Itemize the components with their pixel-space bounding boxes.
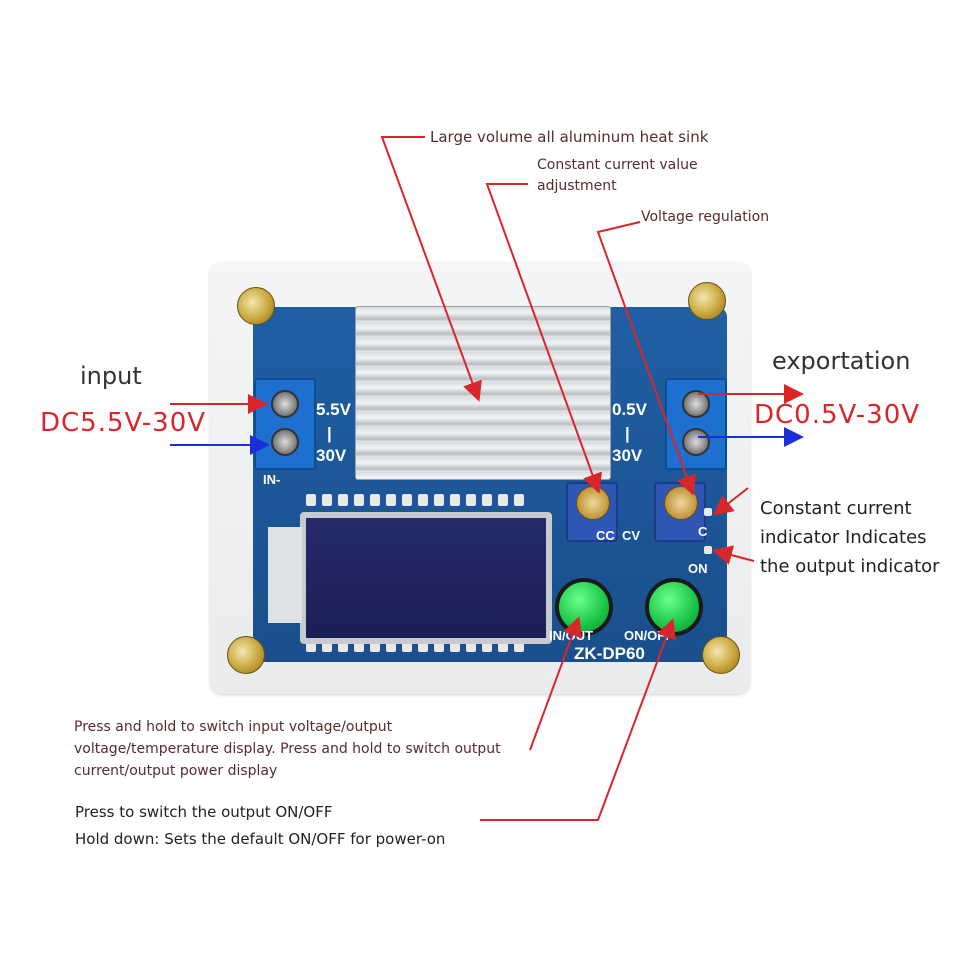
standoff-screw-top-left [237, 287, 275, 325]
in-out-callout-line1: Press and hold to switch input voltage/o… [74, 719, 393, 735]
terminal-screw-icon [682, 428, 710, 456]
standoff-screw-bottom-right [702, 636, 740, 674]
output-indicator-led [704, 546, 712, 554]
standoff-screw-bottom-left [227, 636, 265, 674]
current-potentiometer[interactable] [566, 482, 618, 542]
input-range-label: DC5.5V-30V [40, 408, 207, 438]
output-label: exportation [772, 347, 911, 375]
terminal-screw-icon [271, 390, 299, 418]
cc-indicator-led [704, 508, 712, 516]
output-voltage-separator: | [625, 424, 630, 443]
input-voltage-separator: | [327, 424, 332, 443]
heat-sink [355, 306, 611, 480]
in-out-callout-line2: voltage/temperature display. Press and h… [74, 741, 501, 757]
output-voltage-top-label: 0.5V [612, 400, 647, 419]
model-label: ZK-DP60 [574, 644, 645, 663]
c-indicator-label: C [698, 524, 708, 539]
in-out-callout-line3: current/output power display [74, 763, 278, 779]
in-out-button-arrow [529, 616, 582, 751]
cc-indicator-arrow [712, 487, 749, 516]
terminal-screw-icon [271, 428, 299, 456]
on-off-button-arrow [480, 618, 676, 821]
header-pins-top [306, 494, 534, 508]
cc-label: CC [596, 528, 615, 543]
indicator-callout-line2: indicator Indicates [760, 527, 927, 548]
heatsink-arrow [380, 136, 482, 402]
output-range-label: DC0.5V-30V [754, 400, 921, 430]
voltage-regulation-callout: Voltage regulation [641, 209, 770, 225]
cv-label: CV [622, 528, 641, 543]
output-voltage-bottom-label: 30V [612, 446, 643, 465]
current-adjust-callout-line2: adjustment [537, 178, 617, 194]
current-adjust-callout-line1: Constant current value [537, 157, 698, 173]
on-indicator-label: ON [688, 561, 708, 576]
output-indicator-arrow [712, 545, 755, 565]
lcd-display [300, 512, 552, 644]
input-voltage-top-label: 5.5V [316, 400, 351, 419]
input-voltage-bottom-label: 30V [316, 446, 347, 465]
on-off-callout-line2: Hold down: Sets the default ON/OFF for p… [75, 830, 446, 848]
indicator-callout-line3: the output indicator [760, 556, 940, 577]
indicator-callout-line1: Constant current [760, 498, 912, 519]
header-pins-bottom [306, 640, 534, 654]
input-minus-label: IN- [263, 472, 281, 487]
current-adjust-arrow [485, 183, 602, 494]
lcd-ribbon [268, 527, 302, 623]
heatsink-callout: Large volume all aluminum heat sink [430, 128, 709, 146]
on-off-callout-line1: Press to switch the output ON/OFF [75, 803, 333, 821]
voltage-regulation-arrow [596, 221, 696, 496]
standoff-screw-top-right [688, 282, 726, 320]
input-label: input [80, 362, 142, 390]
